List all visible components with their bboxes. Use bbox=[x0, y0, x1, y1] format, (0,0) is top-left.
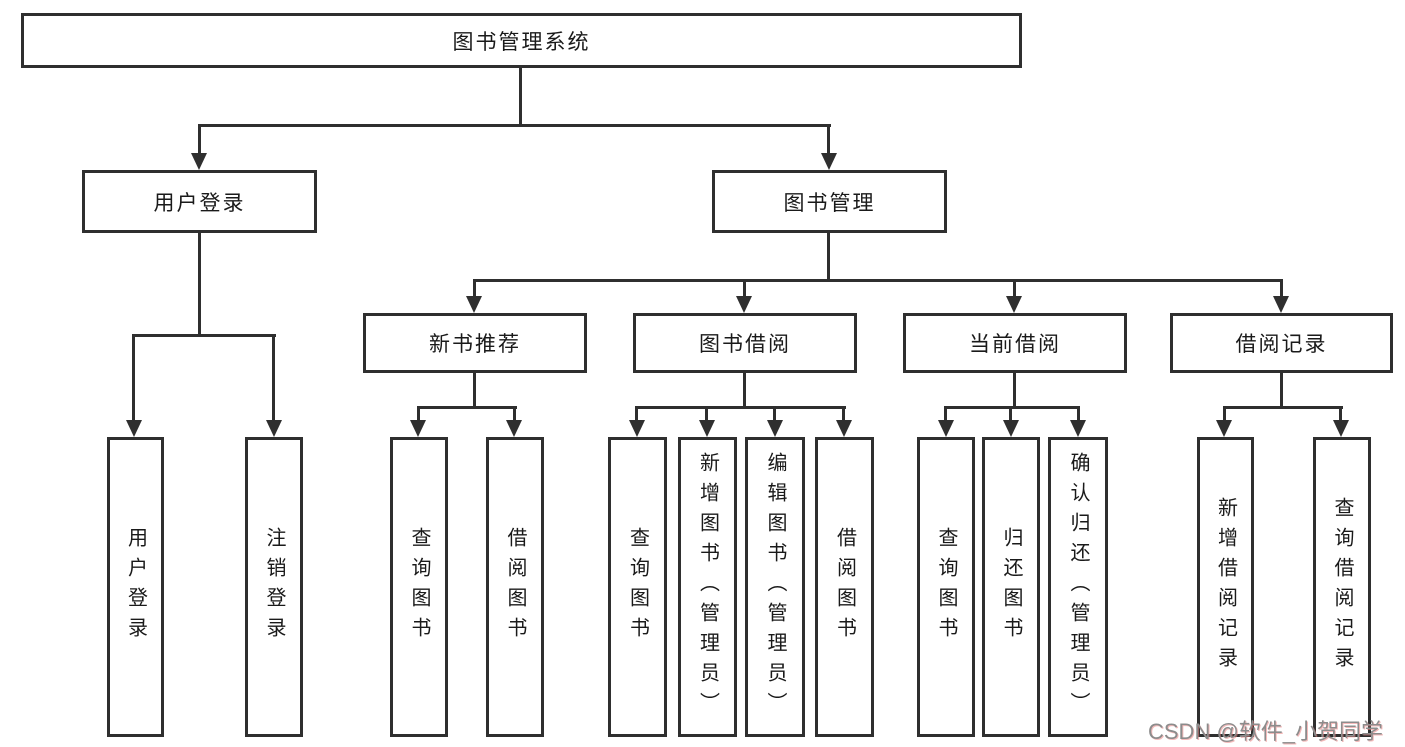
leaf-borrow-books: 借阅图书 bbox=[815, 437, 874, 737]
connector-line bbox=[635, 406, 638, 423]
arrow-down-icon bbox=[466, 296, 482, 313]
node-label: 查询图书 bbox=[408, 527, 430, 647]
leaf-borrow-books: 借阅图书 bbox=[486, 437, 544, 737]
connector-line bbox=[705, 406, 708, 423]
node-user-login: 用户登录 bbox=[82, 170, 317, 233]
node-label: 借阅图书 bbox=[833, 527, 856, 647]
connector-line bbox=[198, 232, 201, 336]
node-borrow-record: 借阅记录 bbox=[1170, 313, 1393, 373]
arrow-down-icon bbox=[699, 420, 715, 437]
node-label: 查询借阅记录 bbox=[1331, 497, 1353, 677]
connector-line bbox=[473, 279, 1283, 282]
connector-line bbox=[272, 334, 275, 424]
leaf-return-books: 归还图书 bbox=[982, 437, 1040, 737]
leaf-logout: 注销登录 bbox=[245, 437, 303, 737]
connector-line bbox=[198, 124, 831, 127]
connector-line bbox=[519, 68, 522, 126]
node-new-book-recommend: 新书推荐 bbox=[363, 313, 587, 373]
node-book-borrow: 图书借阅 bbox=[633, 313, 857, 373]
connector-line bbox=[473, 279, 476, 299]
connector-line bbox=[1013, 279, 1016, 299]
arrow-down-icon bbox=[1006, 296, 1022, 313]
connector-line bbox=[743, 279, 746, 299]
leaf-query-books: 查询图书 bbox=[917, 437, 975, 737]
leaf-edit-books-admin: 编辑图书（管理员） bbox=[745, 437, 805, 737]
arrow-down-icon bbox=[836, 420, 852, 437]
node-label: 借阅图书 bbox=[504, 527, 526, 647]
node-label: 编辑图书（管理员） bbox=[764, 452, 786, 722]
node-label: 图书管理 bbox=[783, 191, 876, 215]
arrow-down-icon bbox=[191, 153, 207, 170]
connector-line bbox=[198, 124, 201, 156]
connector-line bbox=[842, 406, 845, 423]
csdn-watermark: CSDN @软件_小贺同学 bbox=[1148, 719, 1384, 744]
leaf-add-borrow-record: 新增借阅记录 bbox=[1197, 437, 1254, 737]
connector-line bbox=[132, 334, 135, 424]
node-label: 用户登录 bbox=[124, 527, 147, 647]
connector-line bbox=[1280, 371, 1283, 409]
arrow-down-icon bbox=[1216, 420, 1232, 437]
connector-line bbox=[132, 334, 276, 337]
node-label: 确认归还（管理员） bbox=[1067, 452, 1089, 722]
connector-line bbox=[1280, 279, 1283, 299]
connector-line bbox=[1077, 406, 1080, 423]
connector-line bbox=[827, 232, 830, 282]
connector-line bbox=[1223, 406, 1343, 409]
arrow-down-icon bbox=[1333, 420, 1349, 437]
connector-line bbox=[1013, 371, 1016, 409]
connector-line bbox=[827, 124, 830, 156]
leaf-confirm-return-admin: 确认归还（管理员） bbox=[1048, 437, 1108, 737]
arrow-down-icon bbox=[1003, 420, 1019, 437]
node-label: 归还图书 bbox=[1000, 527, 1022, 647]
connector-line bbox=[417, 406, 517, 409]
node-label: 用户登录 bbox=[153, 191, 246, 215]
arrow-down-icon bbox=[736, 296, 752, 313]
connector-line bbox=[1339, 406, 1342, 423]
leaf-query-books: 查询图书 bbox=[390, 437, 448, 737]
node-book-management: 图书管理 bbox=[712, 170, 947, 233]
arrow-down-icon bbox=[410, 420, 426, 437]
node-label: 当前借阅 bbox=[969, 333, 1061, 356]
connector-line bbox=[635, 406, 846, 409]
connector-line bbox=[417, 406, 420, 423]
arrow-down-icon bbox=[1273, 296, 1289, 313]
arrow-down-icon bbox=[506, 420, 522, 437]
node-label: 新增图书（管理员） bbox=[696, 452, 719, 722]
node-label: 图书借阅 bbox=[699, 333, 791, 356]
leaf-query-books: 查询图书 bbox=[608, 437, 667, 737]
connector-line bbox=[1009, 406, 1012, 423]
connector-line bbox=[944, 406, 947, 423]
node-label: 借阅记录 bbox=[1235, 333, 1328, 356]
node-label: 注销登录 bbox=[263, 527, 285, 647]
node-label: 图书管理系统 bbox=[452, 30, 591, 54]
arrow-down-icon bbox=[629, 420, 645, 437]
connector-line bbox=[773, 406, 776, 423]
arrow-down-icon bbox=[1070, 420, 1086, 437]
connector-line bbox=[743, 371, 746, 409]
connector-line bbox=[944, 406, 1080, 409]
leaf-query-borrow-record: 查询借阅记录 bbox=[1313, 437, 1371, 737]
node-label: 新书推荐 bbox=[429, 333, 521, 356]
arrow-down-icon bbox=[126, 420, 142, 437]
node-label: 查询图书 bbox=[626, 527, 649, 647]
leaf-user-login: 用户登录 bbox=[107, 437, 164, 737]
node-current-borrow: 当前借阅 bbox=[903, 313, 1127, 373]
node-label: 新增借阅记录 bbox=[1214, 497, 1237, 677]
arrow-down-icon bbox=[266, 420, 282, 437]
node-label: 查询图书 bbox=[935, 527, 957, 647]
arrow-down-icon bbox=[938, 420, 954, 437]
arrow-down-icon bbox=[821, 153, 837, 170]
arrow-down-icon bbox=[767, 420, 783, 437]
connector-line bbox=[473, 371, 476, 409]
connector-line bbox=[513, 406, 516, 423]
connector-line bbox=[1223, 406, 1226, 423]
node-root-library-management-system: 图书管理系统 bbox=[21, 13, 1022, 68]
leaf-add-books-admin: 新增图书（管理员） bbox=[678, 437, 737, 737]
